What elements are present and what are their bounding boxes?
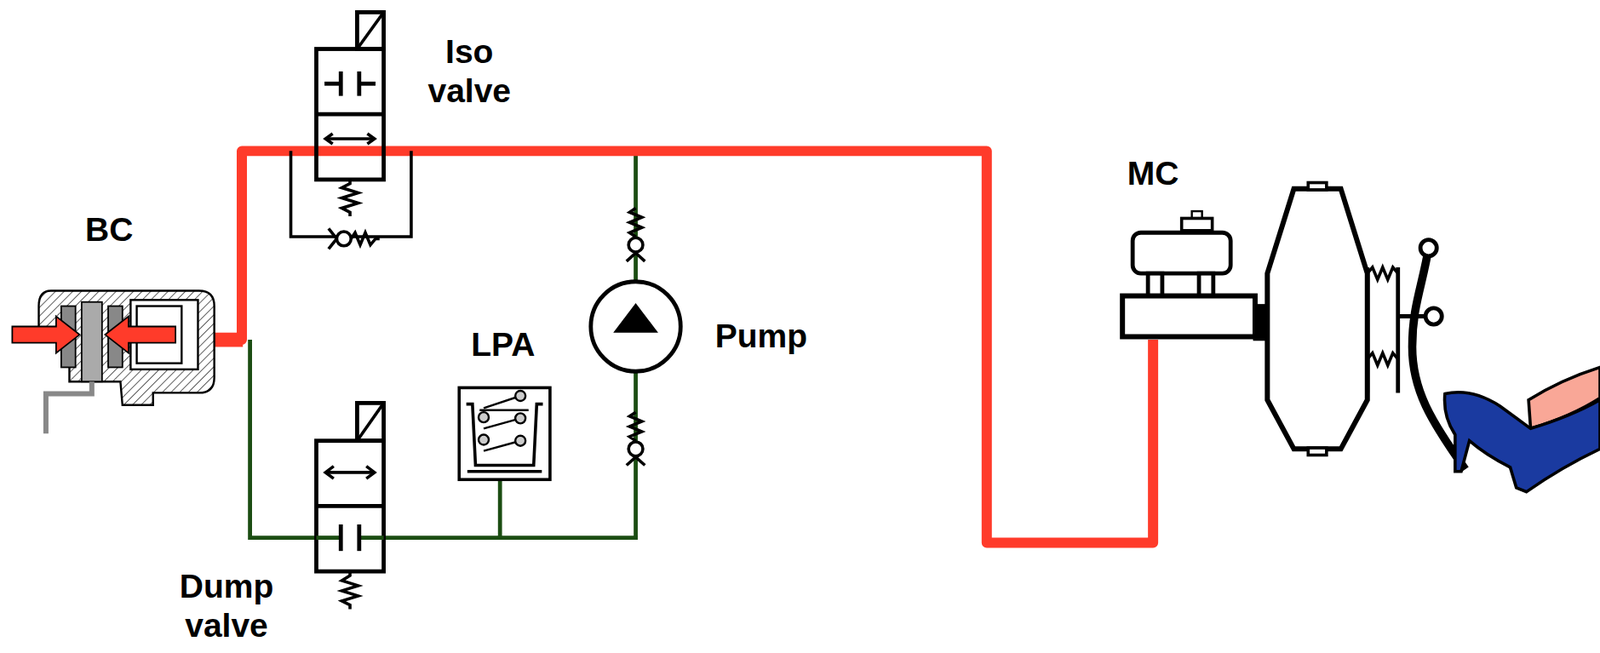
- brake-caliper: [11, 291, 214, 435]
- component-label: Iso valve: [427, 32, 511, 111]
- dump-valve-symbol: [315, 402, 384, 609]
- component-label: Dump valve: [179, 567, 275, 646]
- accumulator-symbol: [458, 387, 551, 480]
- component-label: Pump: [715, 316, 808, 356]
- component-label: LPA: [470, 325, 535, 365]
- master-cylinder: [1122, 211, 1270, 341]
- return-lines: [250, 153, 638, 539]
- brake-booster: [1267, 183, 1432, 456]
- component-label: MC: [1127, 154, 1180, 194]
- iso-valve-symbol: [291, 11, 412, 249]
- pump-symbol: [590, 207, 681, 465]
- foot-and-pedal: [1412, 240, 1600, 493]
- component-label: BC: [85, 210, 133, 250]
